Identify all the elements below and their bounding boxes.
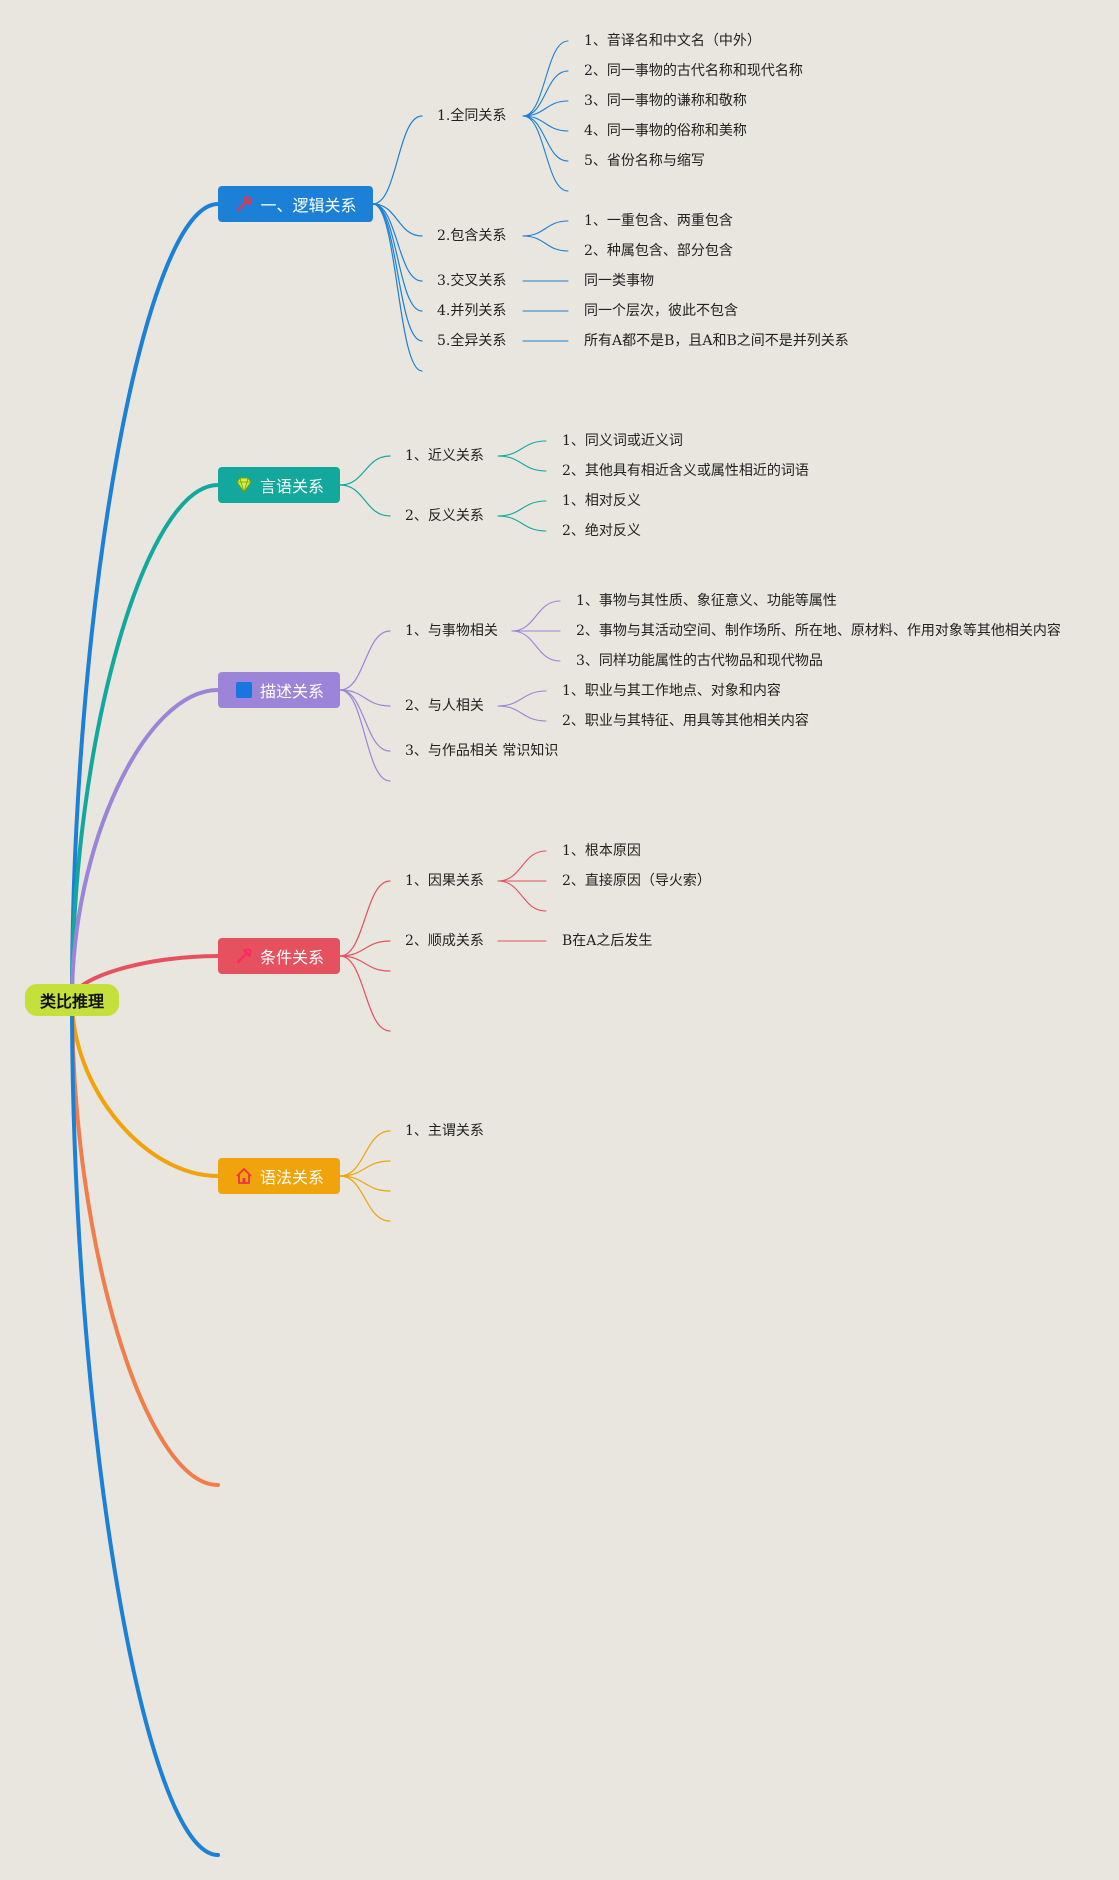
- subtopic-label[interactable]: 2、顺成关系: [405, 933, 484, 949]
- branch-description: [339, 630, 391, 691]
- category-label: 言语关系: [259, 477, 324, 496]
- subtopic-label[interactable]: 2.包含关系: [437, 228, 507, 244]
- branch-condition: [339, 955, 391, 972]
- branch-condition: [339, 940, 391, 957]
- leaf-label[interactable]: 3、同样功能属性的古代物品和现代物品: [576, 653, 823, 669]
- subtopic-label[interactable]: 1、因果关系: [405, 873, 484, 889]
- leaf-label[interactable]: B在A之后发生: [562, 933, 653, 949]
- subtopic-label[interactable]: 5.全异关系: [437, 333, 507, 349]
- branch-verbal: [339, 455, 391, 486]
- category-condition[interactable]: 条件关系: [218, 938, 340, 974]
- leaf-label[interactable]: 1、音译名和中文名（中外）: [584, 33, 761, 49]
- branch-logic: [372, 203, 423, 372]
- subtopic-label[interactable]: 2、反义关系: [405, 508, 484, 524]
- category-logic[interactable]: 一、逻辑关系: [218, 186, 373, 222]
- branch-description-leaf: [511, 630, 561, 662]
- subtopic-label[interactable]: 1、主谓关系: [405, 1123, 484, 1139]
- branch-condition-leaf: [497, 880, 547, 912]
- trunk-verbal: [70, 483, 220, 1002]
- branch-verbal-leaf: [497, 455, 547, 472]
- subtopic-label[interactable]: 2、与人相关: [405, 698, 484, 714]
- trunk-logic: [70, 202, 220, 1002]
- leaf-label[interactable]: 1、事物与其性质、象征意义、功能等属性: [576, 593, 837, 609]
- branch-logic: [372, 115, 423, 205]
- leaf-label[interactable]: 2、种属包含、部分包含: [584, 243, 733, 259]
- branch-logic-leaf: [522, 235, 569, 252]
- blue-square-icon: [234, 680, 254, 700]
- category-label: 语法关系: [259, 1168, 324, 1187]
- branch-logic-leaf: [522, 40, 569, 117]
- trunk-extra-blue: [70, 998, 220, 1857]
- root-label: 类比推理: [39, 992, 104, 1011]
- trunk-grammar: [70, 998, 220, 1178]
- leaf-label[interactable]: 4、同一事物的俗称和美称: [584, 123, 747, 139]
- branch-description-leaf: [511, 600, 561, 632]
- subtopic-label[interactable]: 1、近义关系: [405, 448, 484, 464]
- leaf-label[interactable]: 1、职业与其工作地点、对象和内容: [562, 683, 781, 699]
- leaf-label[interactable]: 2、其他具有相近含义或属性相近的词语: [562, 463, 809, 479]
- branch-verbal-leaf: [497, 440, 547, 457]
- leaf-label[interactable]: 5、省份名称与缩写: [584, 153, 705, 169]
- subtopic-label[interactable]: 1、与事物相关: [405, 623, 498, 639]
- subtopic-label[interactable]: 3、与作品相关 常识知识: [405, 743, 559, 759]
- category-label: 描述关系: [259, 682, 324, 701]
- branch-description: [339, 689, 391, 782]
- diamond-icon: [234, 475, 254, 495]
- branch-logic-leaf: [522, 115, 569, 192]
- leaf-label[interactable]: 1、同义词或近义词: [562, 433, 683, 449]
- branch-logic: [372, 203, 423, 237]
- branch-logic: [372, 203, 423, 342]
- branch-condition: [339, 880, 391, 957]
- subtopic-label[interactable]: 3.交叉关系: [437, 273, 507, 289]
- branch-logic-leaf: [522, 220, 569, 237]
- category-grammar[interactable]: 语法关系: [218, 1158, 340, 1194]
- branch-condition: [339, 955, 391, 1032]
- tools-icon: [234, 194, 254, 214]
- leaf-label[interactable]: 所有A都不是B，且A和B之间不是并列关系: [584, 333, 849, 349]
- category-label: 条件关系: [259, 948, 324, 967]
- branch-condition-leaf: [497, 850, 547, 882]
- category-verbal[interactable]: 言语关系: [218, 467, 340, 503]
- leaf-label[interactable]: 2、职业与其特征、用具等其他相关内容: [562, 713, 809, 729]
- branch-grammar: [339, 1130, 391, 1177]
- branch-description-leaf: [497, 690, 547, 707]
- leaf-label[interactable]: 2、事物与其活动空间、制作场所、所在地、原材料、作用对象等其他相关内容: [576, 623, 1061, 639]
- subtopic-label[interactable]: 4.并列关系: [437, 303, 507, 319]
- category-description[interactable]: 描述关系: [218, 672, 340, 708]
- trunk-description: [70, 688, 220, 1002]
- tools-icon: [234, 946, 254, 966]
- leaf-label[interactable]: 2、绝对反义: [562, 523, 641, 539]
- leaf-label[interactable]: 1、相对反义: [562, 493, 641, 509]
- branch-verbal: [339, 484, 391, 517]
- leaf-label[interactable]: 1、根本原因: [562, 843, 641, 859]
- branch-grammar: [339, 1175, 391, 1192]
- branch-logic-leaf: [522, 115, 569, 162]
- branch-description-leaf: [497, 705, 547, 722]
- branch-verbal-leaf: [497, 515, 547, 532]
- leaf-label[interactable]: 同一类事物: [584, 273, 654, 289]
- branch-grammar: [339, 1175, 391, 1222]
- root-node[interactable]: 类比推理: [25, 984, 119, 1016]
- leaf-label[interactable]: 3、同一事物的谦称和敬称: [584, 93, 747, 109]
- branch-grammar: [339, 1160, 391, 1177]
- branch-verbal-leaf: [497, 500, 547, 517]
- house-icon: [234, 1166, 254, 1186]
- branch-description: [339, 689, 391, 707]
- branch-description: [339, 689, 391, 752]
- branch-logic-leaf: [522, 100, 569, 117]
- leaf-label[interactable]: 同一个层次，彼此不包含: [584, 303, 738, 319]
- subtopic-label[interactable]: 1.全同关系: [437, 108, 507, 124]
- leaf-label[interactable]: 2、同一事物的古代名称和现代名称: [584, 63, 803, 79]
- trunk-extra-orange: [70, 998, 220, 1487]
- category-label: 一、逻辑关系: [260, 196, 357, 215]
- leaf-label[interactable]: 1、一重包含、两重包含: [584, 213, 733, 229]
- leaf-label[interactable]: 2、直接原因（导火索）: [562, 873, 711, 889]
- branch-logic-leaf: [522, 70, 569, 117]
